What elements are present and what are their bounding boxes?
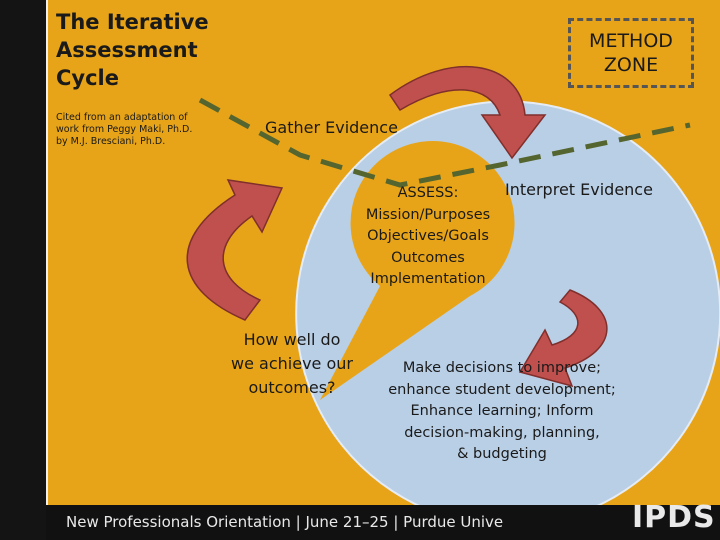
assess-line: Objectives/Goals [367, 228, 489, 244]
assess-line: Outcomes [391, 249, 465, 266]
gather-evidence-label: Gather Evidence [265, 118, 398, 137]
slide-title: The Iterative Assessment Cycle [56, 10, 209, 90]
decisions-block: Make decisions to improve; enhance stude… [372, 358, 632, 466]
method-zone-box: METHOD ZONE [568, 18, 694, 88]
left-arrow-icon [186, 179, 284, 321]
citation-text: Cited from an adaptation of work from Pe… [56, 112, 193, 147]
decisions-line: & budgeting [457, 446, 547, 462]
footer-banner: New Professionals Orientation | June 21–… [46, 505, 720, 540]
top-arrow-icon [388, 66, 547, 160]
how-line: we achieve our [231, 354, 353, 373]
center-bubble [320, 141, 515, 401]
decisions-line: decision-making, planning, [404, 424, 600, 441]
how-line: outcomes? [248, 378, 336, 397]
ipds-logo: IPDS [632, 500, 716, 535]
right-arrow-icon [518, 289, 608, 388]
outer-circle [295, 100, 720, 540]
assess-line: Mission/Purposes [365, 206, 491, 223]
how-well-block: How well do we achieve our outcomes? [222, 328, 362, 400]
how-line: How well do [243, 330, 341, 349]
decisions-line: Make decisions to improve; [402, 360, 602, 376]
decisions-line: Enhance learning; Inform [410, 403, 594, 419]
left-bar [0, 0, 46, 540]
decisions-line: enhance student development; [388, 381, 616, 398]
method-zone-boundary [198, 97, 691, 188]
assess-line: ASSESS: [397, 185, 459, 201]
interpret-evidence-label: Interpret Evidence [505, 180, 653, 199]
assess-block: ASSESS: Mission/Purposes Objectives/Goal… [338, 183, 518, 291]
assess-line: Implementation [370, 271, 486, 287]
footer-banner-text: New Professionals Orientation | June 21–… [66, 513, 504, 531]
